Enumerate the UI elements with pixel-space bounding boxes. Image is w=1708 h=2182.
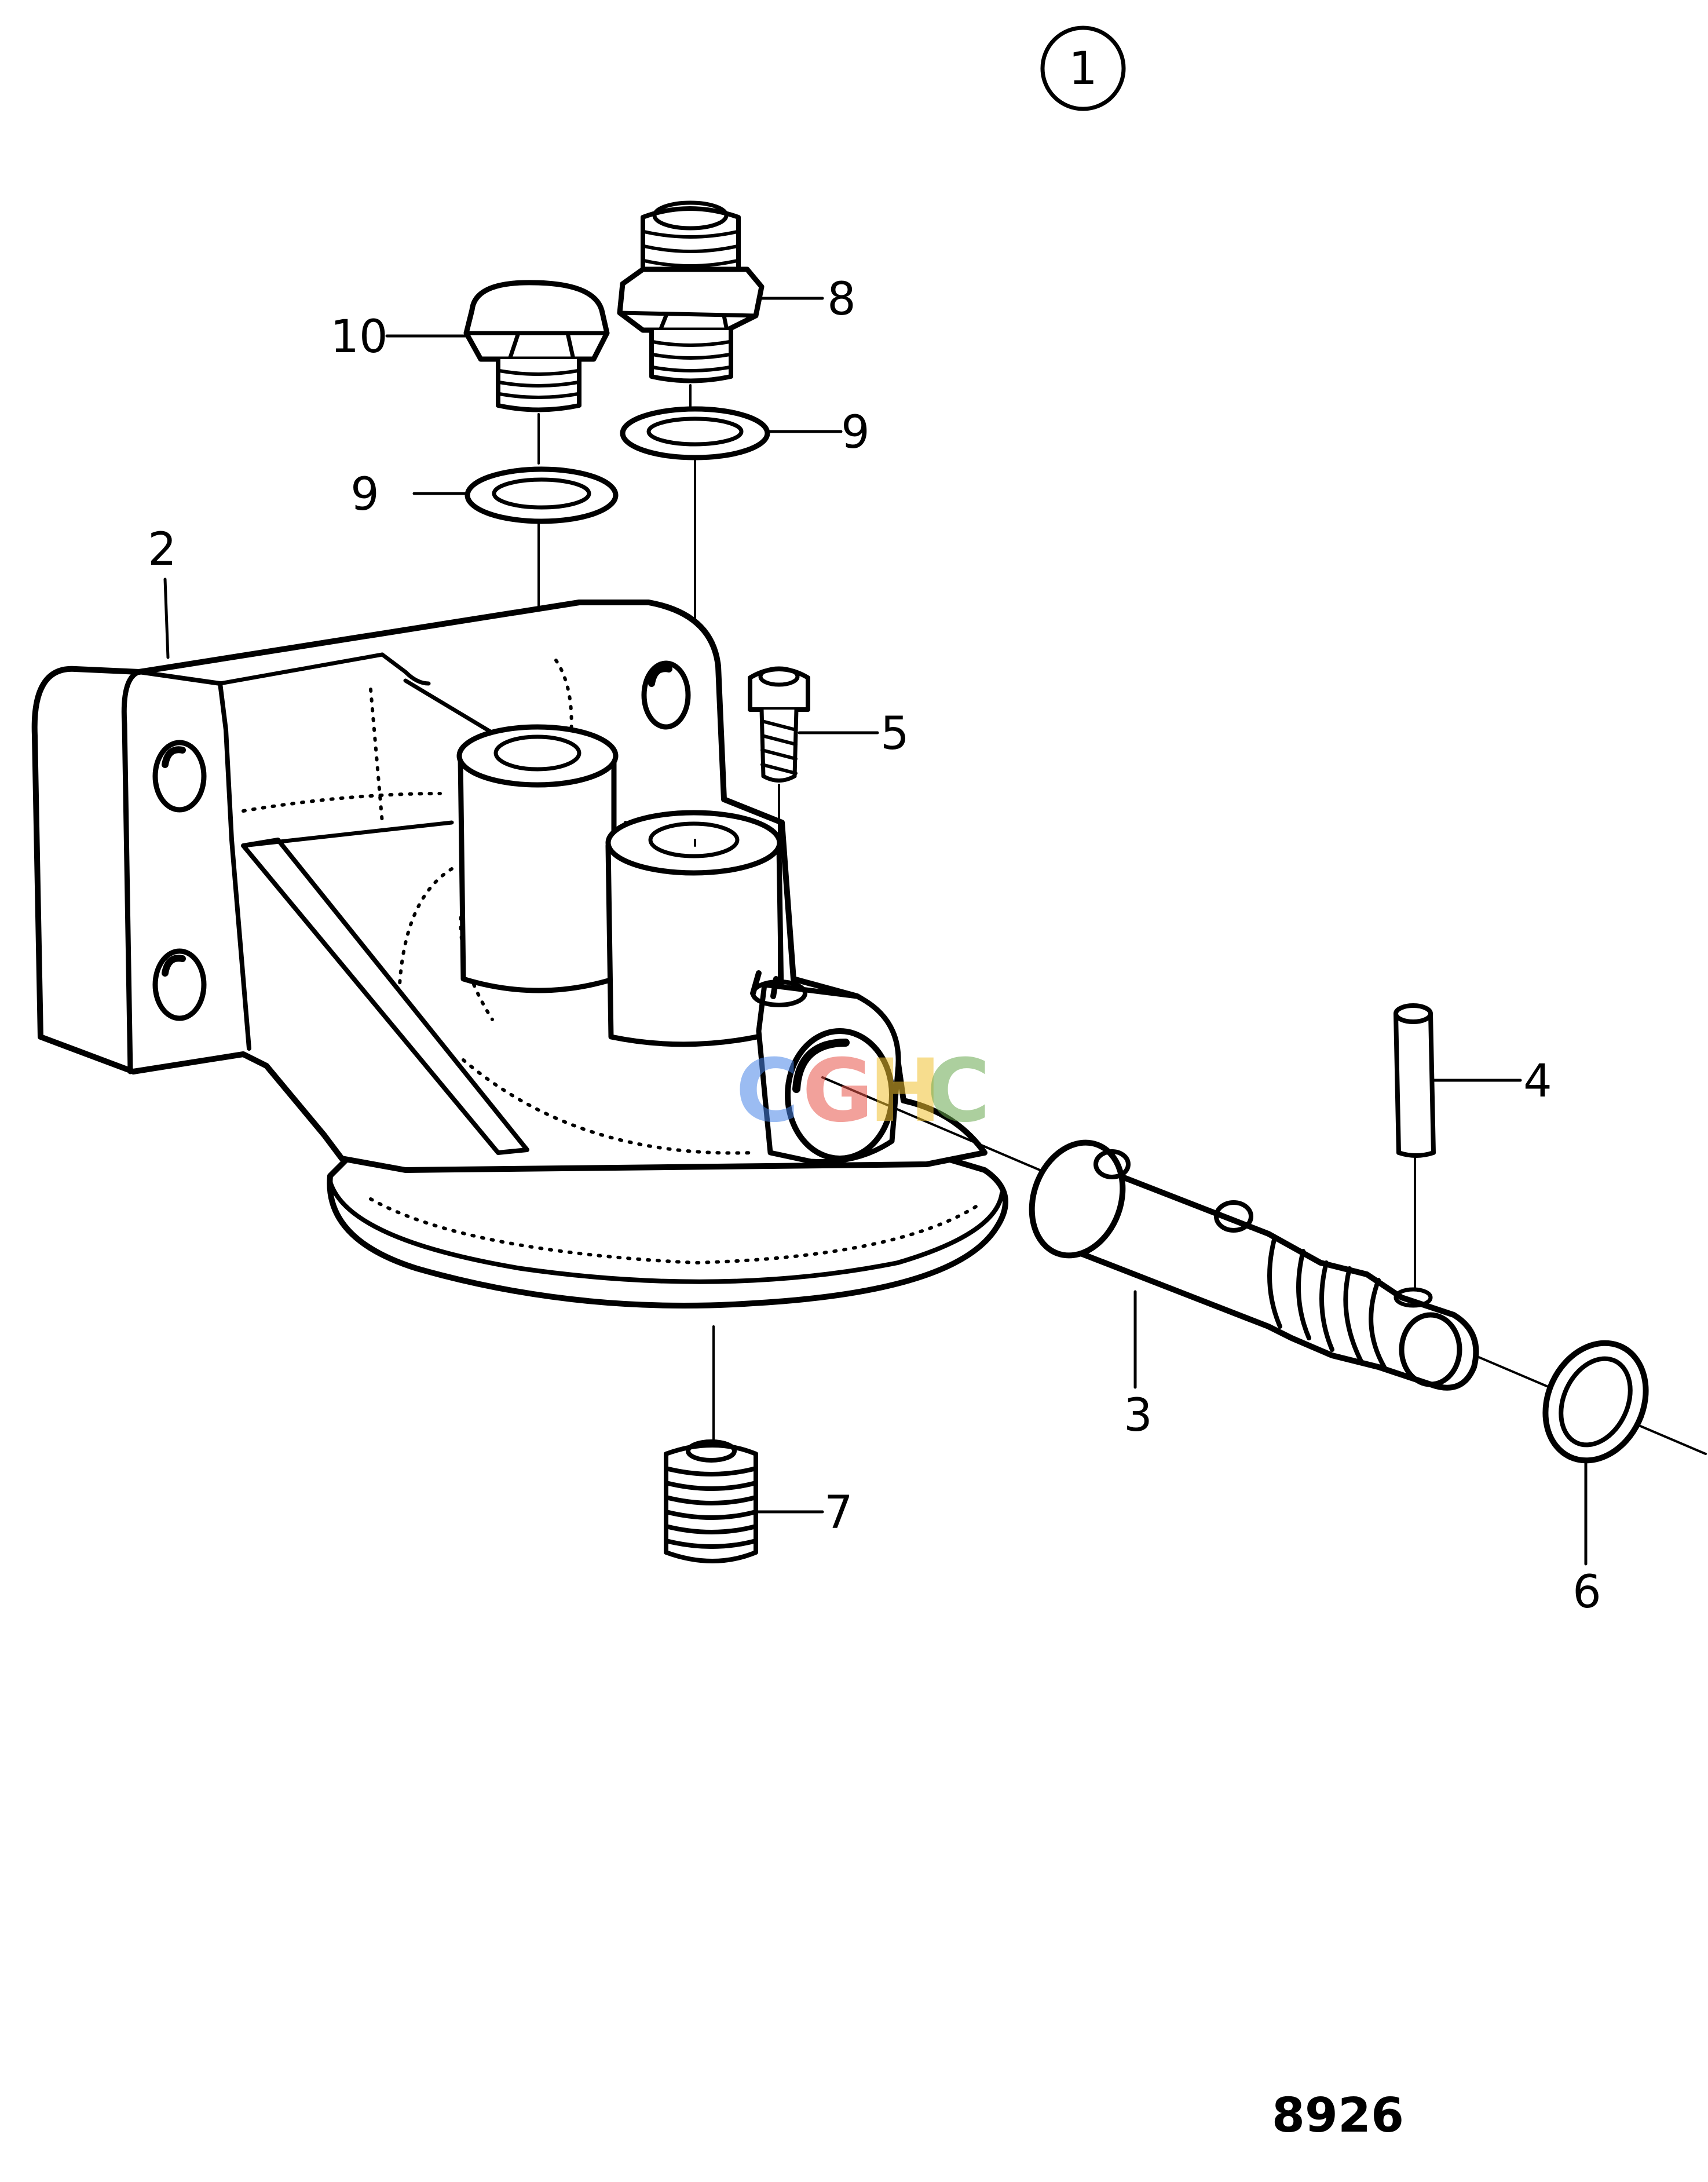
washer-left-part bbox=[465, 466, 619, 731]
callout-6: 6 bbox=[1572, 1566, 1601, 1618]
sealing-ring-part bbox=[1542, 1340, 1649, 1464]
callout-2: 2 bbox=[148, 524, 177, 576]
watermark: C G H C bbox=[736, 1041, 990, 1142]
banjo-bolt-part bbox=[1029, 1139, 1479, 1391]
callout-3: 3 bbox=[1124, 1390, 1153, 1442]
plug-part bbox=[463, 280, 610, 465]
callout-8: 8 bbox=[827, 273, 856, 326]
threaded-nipple-part bbox=[664, 1325, 758, 1563]
drawing-number: 8926 bbox=[1272, 2088, 1404, 2143]
socket-screw-part bbox=[748, 666, 810, 986]
washer-right-part bbox=[620, 406, 770, 841]
sheet-number: 1 bbox=[1069, 43, 1098, 95]
watermark-letter: H bbox=[869, 1041, 942, 1142]
sheet-number-badge: 1 bbox=[1040, 25, 1126, 111]
watermark-letter: G bbox=[802, 1041, 873, 1142]
callout-10: 10 bbox=[330, 311, 387, 363]
leader-2 bbox=[163, 578, 170, 659]
callout-7: 7 bbox=[824, 1487, 853, 1539]
watermark-letter: C bbox=[927, 1041, 990, 1142]
callout-4: 4 bbox=[1523, 1055, 1552, 1108]
pin-part bbox=[1394, 1003, 1436, 1290]
callout-9-right: 9 bbox=[841, 407, 870, 459]
leader-lines bbox=[163, 297, 1588, 1566]
watermark-letter: C bbox=[736, 1041, 799, 1142]
union-nipple-part bbox=[617, 200, 765, 415]
filter-bracket-housing-part bbox=[31, 600, 1008, 1309]
callout-labels: 2 3 4 5 6 7 8 9 9 10 bbox=[148, 273, 1601, 1618]
callout-5: 5 bbox=[880, 708, 909, 760]
callout-9-left: 9 bbox=[350, 469, 379, 521]
